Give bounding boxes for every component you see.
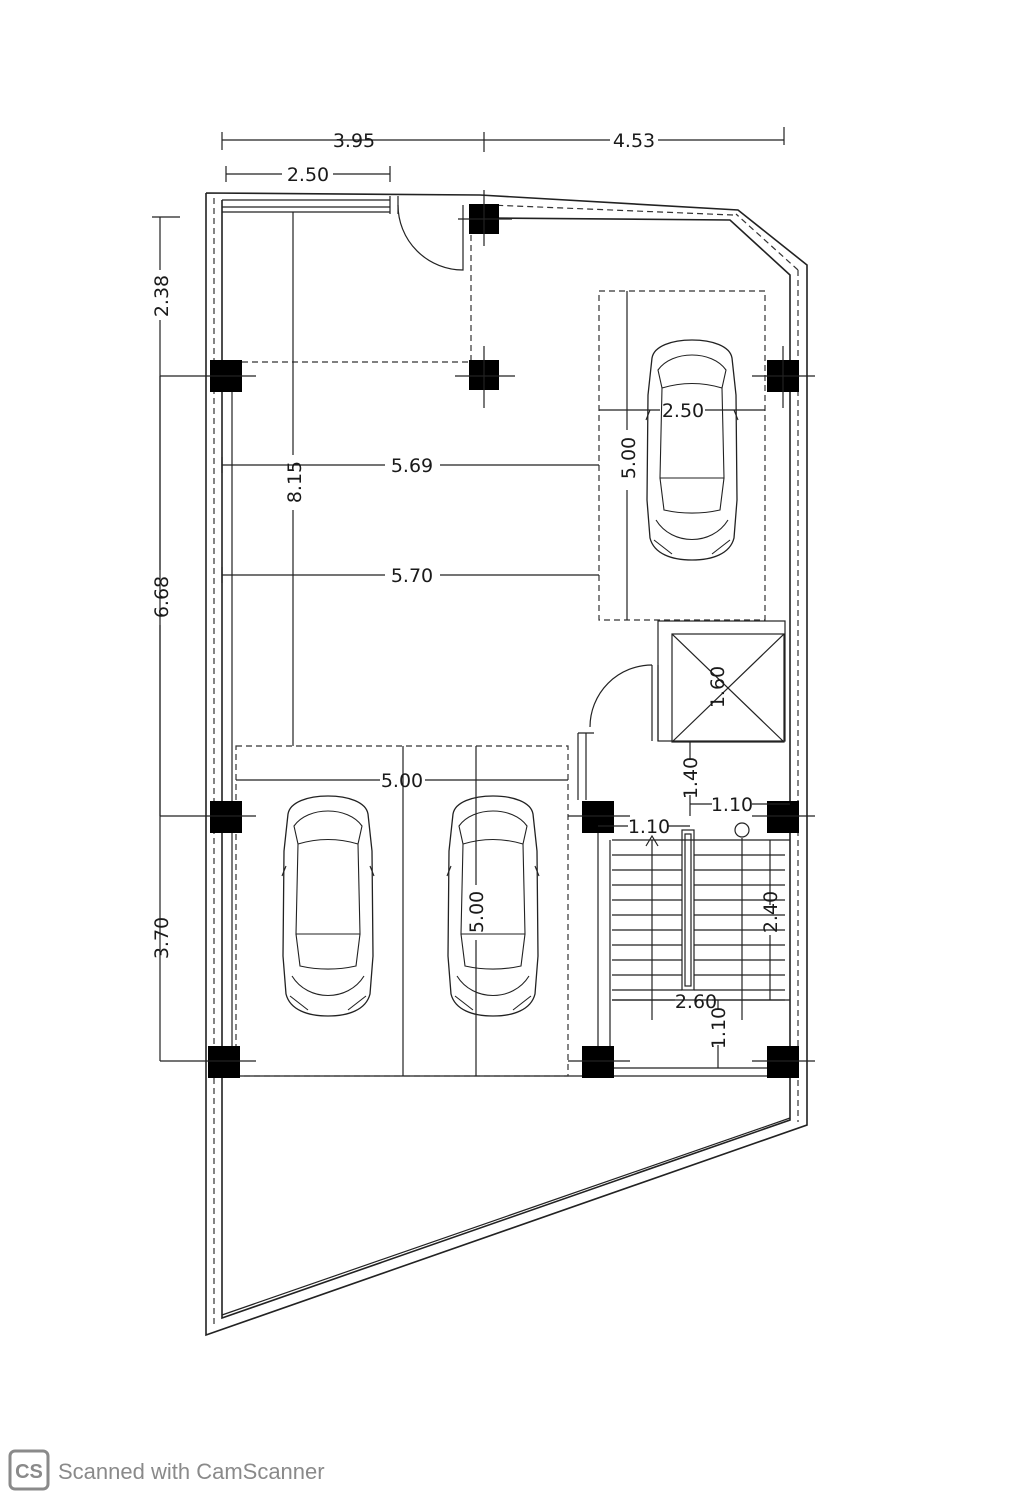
camscanner-logo: CS xyxy=(8,1449,50,1491)
column xyxy=(210,801,242,833)
dim-stair-run: 2.40 xyxy=(760,891,782,933)
car-right xyxy=(645,339,739,561)
dim-stair-width: 2.60 xyxy=(675,991,717,1013)
dim-aisle-width-1: 5.69 xyxy=(391,455,433,477)
dim-stair-bottom: 1.10 xyxy=(708,1007,730,1049)
svg-text:CS: CS xyxy=(15,1461,43,1483)
car-bottom-right xyxy=(446,795,540,1017)
dim-left-segment-2: 6.68 xyxy=(151,576,173,618)
column xyxy=(767,801,799,833)
dim-stair-landing-right: 1.10 xyxy=(711,794,753,816)
dim-right-space-width: 2.50 xyxy=(662,400,704,422)
dimension-lines xyxy=(152,127,790,1076)
dim-left-segment-1: 2.38 xyxy=(151,275,173,317)
camscanner-watermark: CS Scanned with CamScanner xyxy=(8,1449,325,1491)
dim-top-left-width: 3.95 xyxy=(333,130,375,152)
elevator-shaft xyxy=(577,620,786,800)
dim-bottom-spaces-width: 5.00 xyxy=(381,770,423,792)
dim-entrance-width: 2.50 xyxy=(287,164,329,186)
dim-aisle-width-2: 5.70 xyxy=(391,565,433,587)
column xyxy=(767,1046,799,1078)
dim-top-right-width: 4.53 xyxy=(613,130,655,152)
parking-space-right xyxy=(598,290,766,621)
column xyxy=(208,1046,240,1078)
column xyxy=(582,801,614,833)
car-bottom-left xyxy=(281,795,375,1017)
parking-spaces-bottom xyxy=(235,745,569,1077)
staircase xyxy=(597,822,790,1076)
watermark-text: Scanned with CamScanner xyxy=(58,1459,325,1484)
dim-center-depth: 8.15 xyxy=(284,461,306,503)
column xyxy=(582,1046,614,1078)
dim-stair-landing-left: 1.10 xyxy=(628,816,670,838)
dim-stair-gap: 1.40 xyxy=(680,757,702,799)
dim-left-segment-3: 3.70 xyxy=(151,917,173,959)
columns xyxy=(160,190,815,1078)
dim-elevator-size: 1.60 xyxy=(707,666,729,708)
dim-right-space-length: 5.00 xyxy=(618,437,640,479)
dim-bottom-space-length: 5.00 xyxy=(466,891,488,933)
